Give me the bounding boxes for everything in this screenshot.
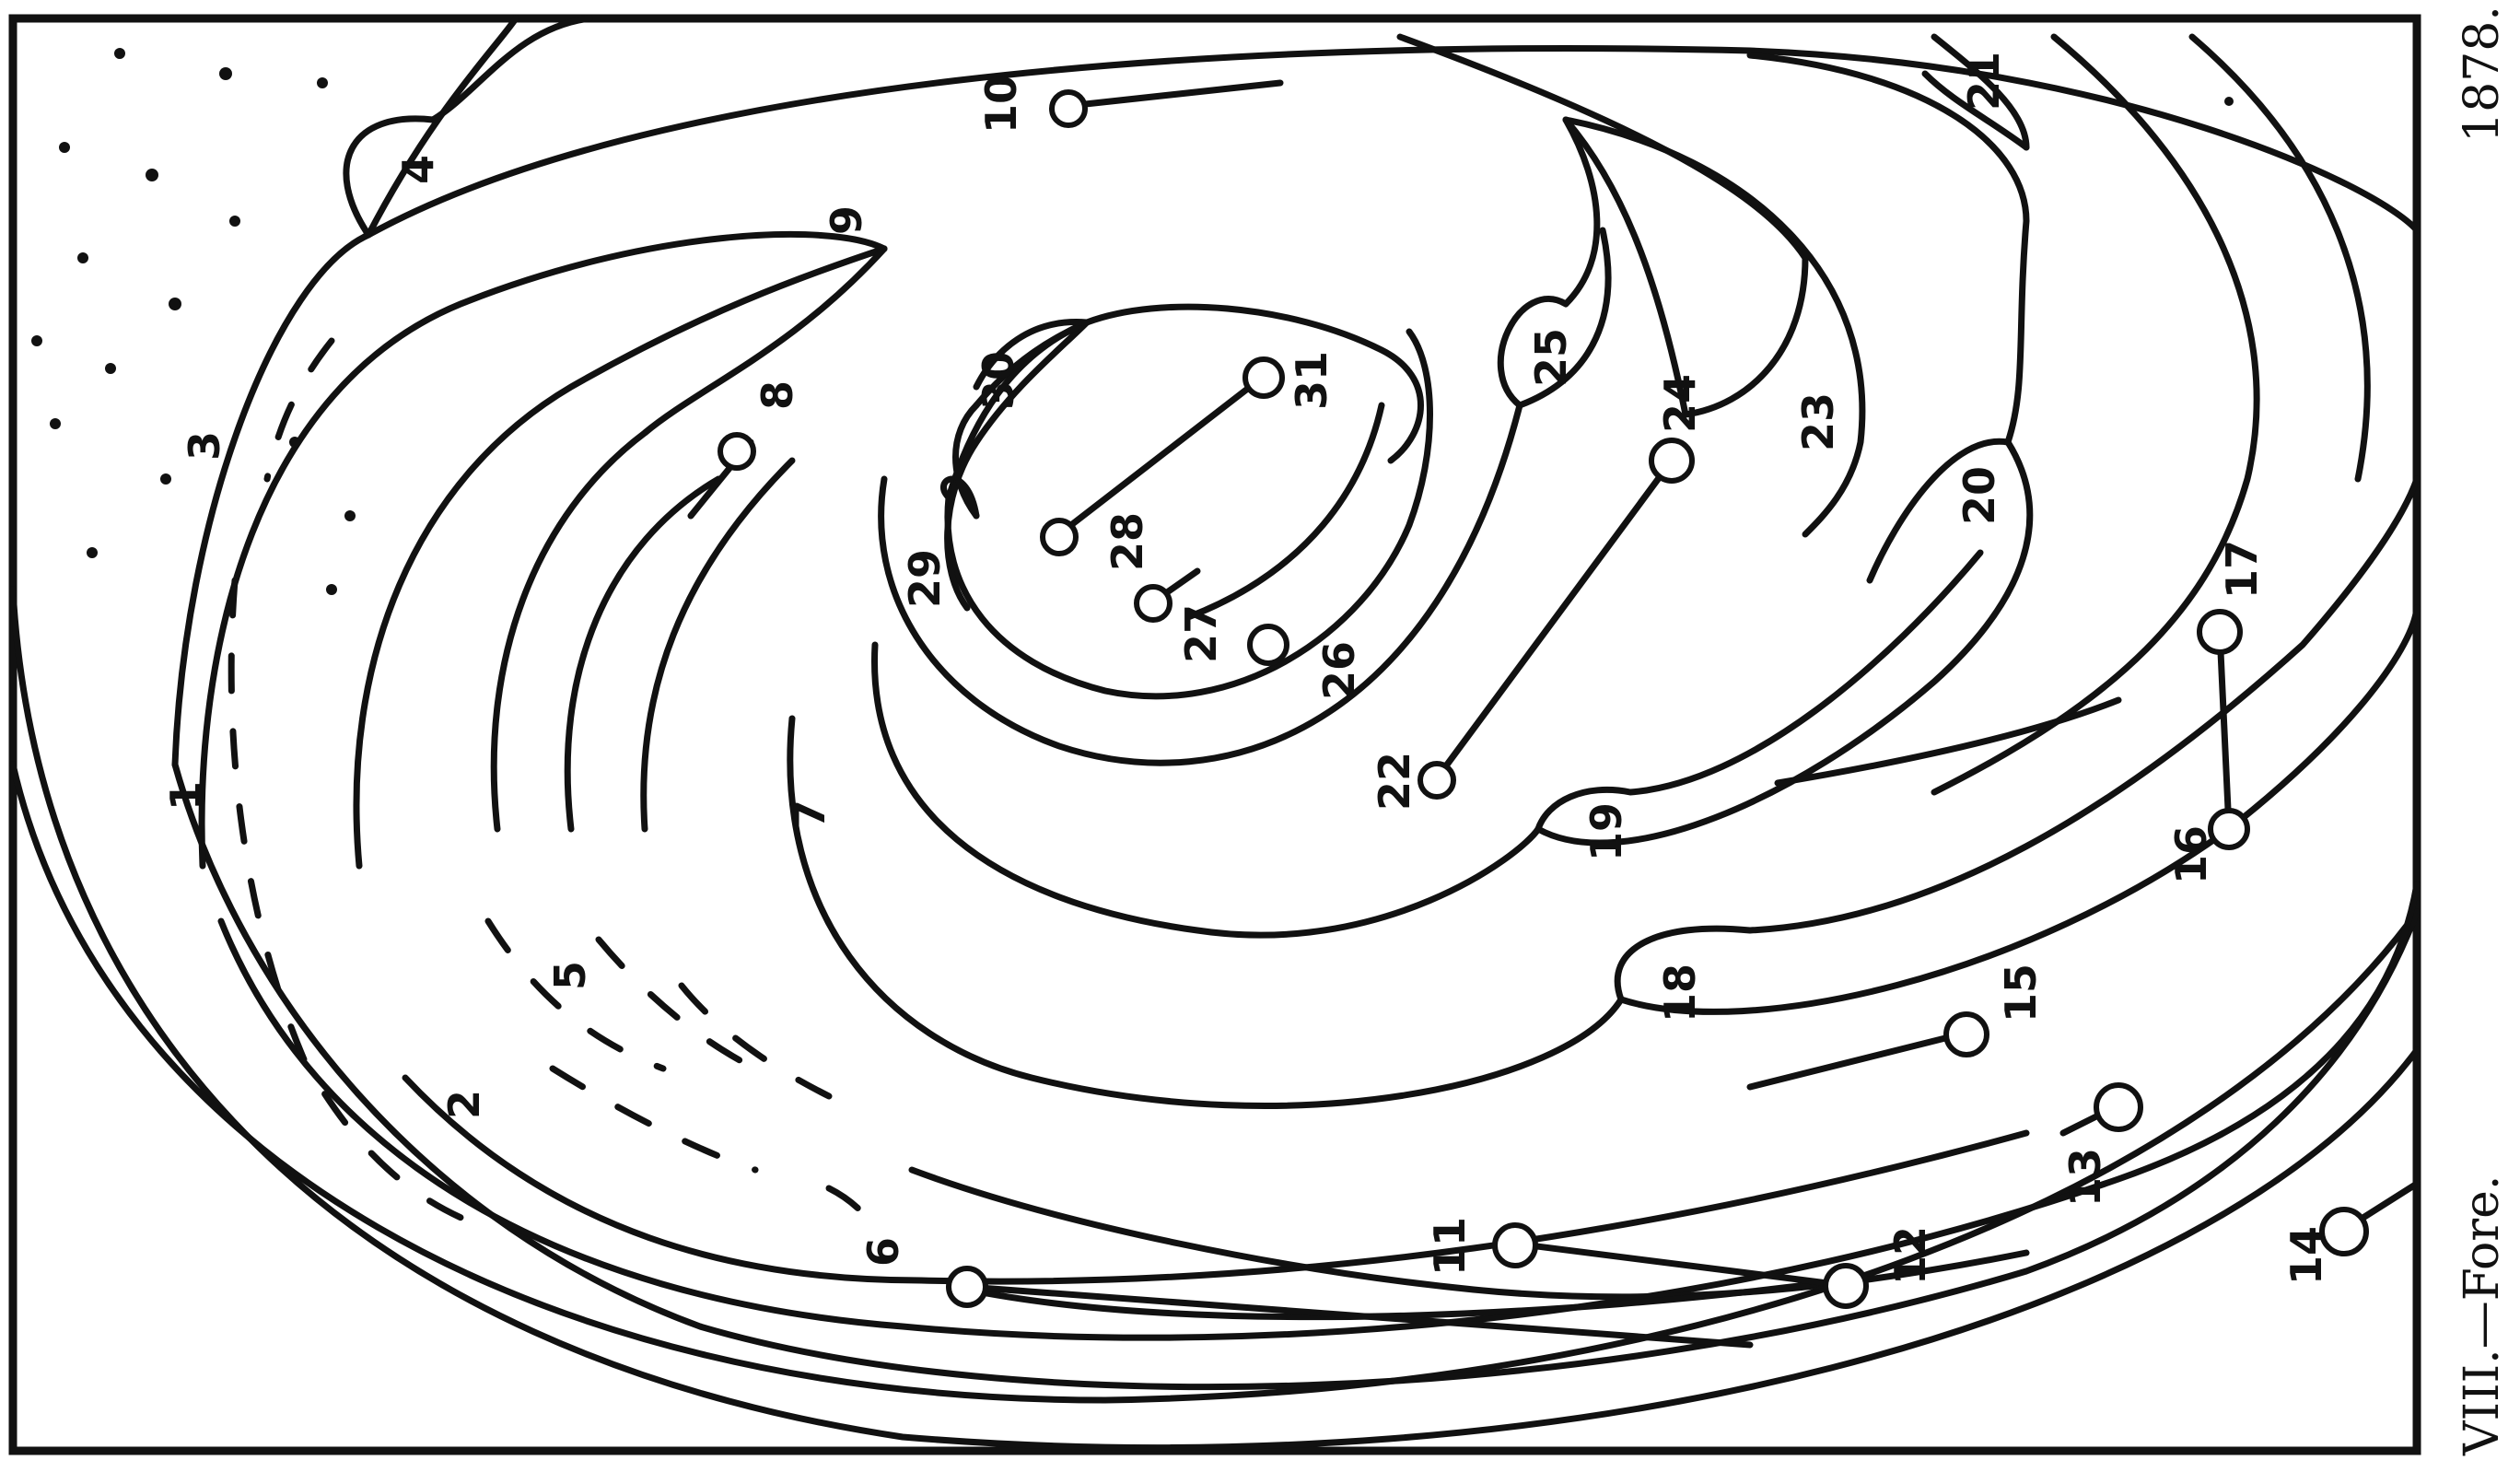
label-4: 4 [393, 155, 443, 184]
label-16: 16 [2166, 825, 2216, 884]
label-9: 9 [822, 205, 871, 235]
label-8: 8 [752, 380, 802, 410]
point-labels: 1 2 3 4 5 6 7 8 9 10 11 12 13 14 15 16 1… [161, 52, 2331, 1285]
ring-17 [2199, 612, 2240, 652]
label-6: 6 [858, 1237, 908, 1267]
ring-15 [1946, 1014, 1987, 1055]
label-20: 20 [1954, 466, 2004, 525]
ridge-lines [13, 18, 2417, 1447]
label-31: 31 [1287, 351, 1336, 410]
ring-8 [720, 435, 753, 468]
label-3: 3 [180, 431, 229, 461]
label-11: 11 [1425, 1217, 1475, 1276]
ring-12 [1826, 1266, 1866, 1306]
ring-28 [1043, 520, 1076, 554]
label-7: 7 [785, 800, 834, 829]
ring-13 [2096, 1085, 2141, 1129]
label-29: 29 [900, 549, 950, 608]
label-19: 19 [1581, 802, 1631, 861]
ring-27 [1137, 587, 1170, 620]
label-24: 24 [1655, 374, 1705, 433]
ring-10 [1052, 92, 1085, 125]
label-27: 27 [1176, 604, 1226, 663]
label-1: 1 [161, 781, 211, 811]
plate-year: 1878. [2455, 6, 2510, 143]
label-14: 14 [2281, 1226, 2331, 1285]
plate-caption: VIII.—Fore. [2455, 1175, 2510, 1456]
broken-ridges [231, 341, 866, 1225]
label-17: 17 [2217, 540, 2267, 599]
ring-22 [1420, 764, 1453, 797]
label-23: 23 [1793, 392, 1843, 451]
ring-6 [949, 1268, 986, 1305]
ring-11 [1495, 1225, 1535, 1266]
label-5: 5 [545, 961, 595, 990]
label-12: 12 [1885, 1226, 1935, 1285]
label-28: 28 [1102, 512, 1152, 571]
ring-24 [1651, 440, 1692, 481]
label-25: 25 [1526, 328, 1576, 387]
ring-26 [1250, 626, 1287, 663]
label-18: 18 [1655, 964, 1705, 1022]
label-15: 15 [1996, 964, 2046, 1022]
label-30: 30 [974, 351, 1023, 410]
label-26: 26 [1314, 641, 1364, 700]
label-21: 21 [1959, 52, 2009, 111]
label-22: 22 [1370, 752, 1419, 811]
label-10: 10 [976, 75, 1026, 134]
ring-31 [1245, 359, 1282, 396]
minutiae-markers [691, 83, 2417, 1345]
label-13: 13 [2060, 1148, 2110, 1207]
ring-16 [2211, 811, 2247, 847]
label-2: 2 [439, 1090, 489, 1119]
